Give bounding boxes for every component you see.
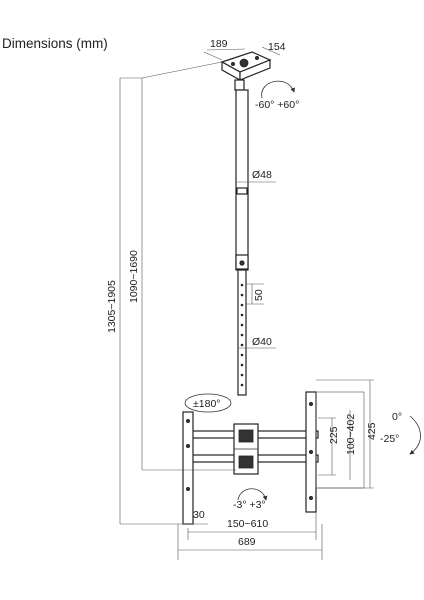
- tilt-arrow-icon: [409, 415, 421, 455]
- plate-dimension-lines: [203, 46, 281, 61]
- tilt-up-label: 0°: [392, 411, 402, 423]
- pole-height-leader-top: [141, 61, 223, 79]
- tv-bracket: [182, 391, 319, 525]
- small-tilt-arrow-icon: [237, 488, 268, 501]
- total-height-label: 1305~1905: [106, 280, 118, 333]
- frame-height-label: 225: [328, 426, 340, 444]
- frame-width-label: 689: [238, 536, 256, 548]
- small-tilt-label: -3° +3°: [233, 499, 266, 511]
- rotation-arrow-icon: [184, 393, 232, 413]
- hole-step-label: 50: [253, 289, 265, 301]
- ceiling-plate: [220, 51, 272, 82]
- pole-height-label: 1090~1690: [128, 250, 140, 303]
- plate-depth-label: 154: [268, 41, 286, 53]
- swivel-arrow-icon: [261, 80, 296, 99]
- bracket-height-label: 425: [366, 422, 378, 440]
- rotation-label: ±180°: [193, 398, 220, 410]
- tilt-down-label: -25°: [380, 433, 399, 445]
- vesa-horizontal-label: 150~610: [227, 518, 268, 530]
- plate-width-label: 189: [210, 38, 228, 50]
- diagram-title: Dimensions (mm): [2, 36, 108, 51]
- pole: [234, 79, 249, 396]
- lower-diameter-label: Ø40: [252, 336, 272, 348]
- swivel-label: -60° +60°: [255, 99, 299, 111]
- arm-offset-label: 30: [193, 509, 205, 521]
- upper-diameter-label: Ø48: [252, 169, 272, 181]
- vesa-vertical-label: 100~402: [345, 414, 357, 455]
